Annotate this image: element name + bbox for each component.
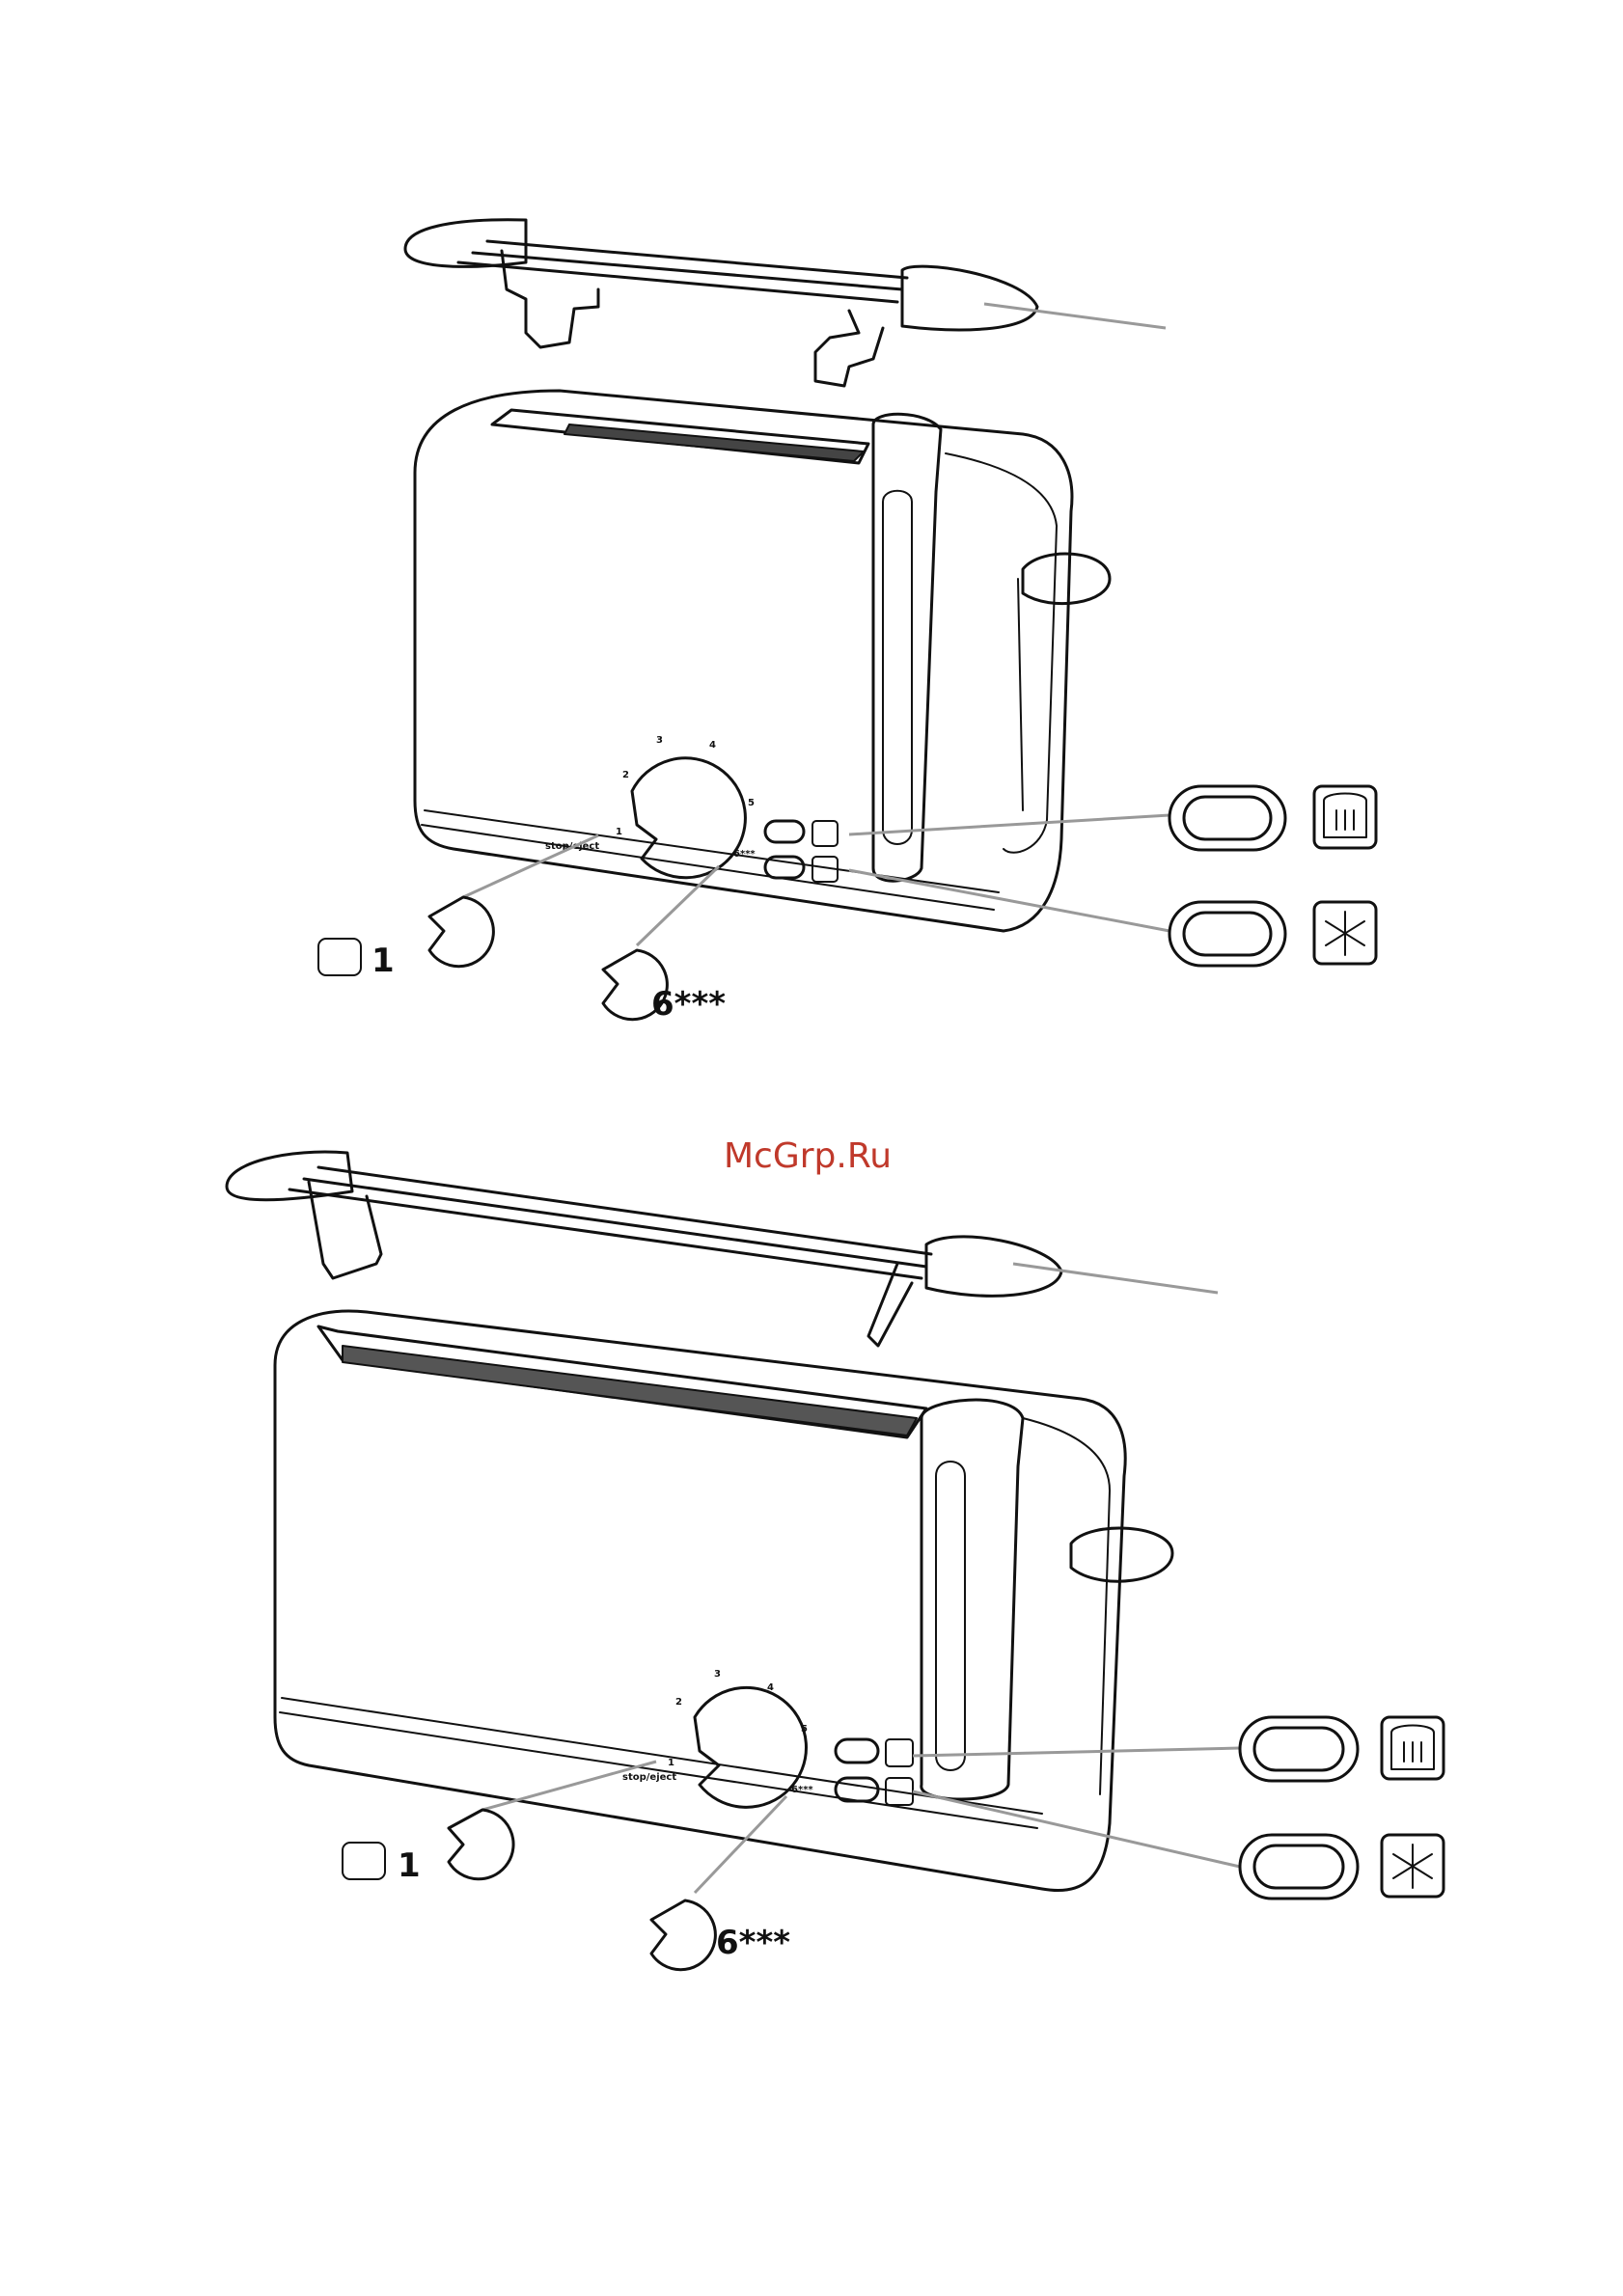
callouts-2: 1 6*** [343,1717,1444,1970]
svg-text:6***: 6*** [791,1785,813,1795]
callout-max-2: 6*** [716,1924,790,1962]
browning-dial-2: 2 3 4 5 6*** 1 stop/eject [622,1669,813,1807]
svg-text:4: 4 [709,740,716,751]
bun-warmer-rack-1 [405,220,1166,386]
callouts-1: 1 6*** [318,786,1376,1024]
toaster-body-1 [415,391,1110,931]
callout-max-1: 6*** [651,985,726,1024]
toast-level-icon-1 [318,939,361,975]
svg-text:4: 4 [767,1682,774,1693]
callout-min-2: 1 [398,1846,421,1885]
watermark: McGrp.Ru [724,1136,892,1176]
function-buttons-1 [765,821,838,882]
browning-dial-1: 2 3 4 5 6*** 1 stop/eject [545,735,756,878]
toast-level-icon-2 [343,1843,385,1879]
svg-text:3: 3 [714,1669,721,1680]
figure-1: 2 3 4 5 6*** 1 stop/eject [318,220,1376,1024]
function-buttons-2 [836,1739,913,1805]
svg-text:1: 1 [616,827,622,837]
svg-text:stop/eject: stop/eject [622,1772,676,1783]
svg-text:5: 5 [748,798,755,808]
svg-text:6***: 6*** [733,849,756,860]
svg-text:2: 2 [675,1697,682,1708]
figure-2: 2 3 4 5 6*** 1 stop/eject [227,1152,1444,1970]
svg-text:1: 1 [668,1758,674,1768]
svg-text:5: 5 [801,1724,808,1735]
svg-text:2: 2 [622,770,629,780]
bun-warmer-rack-2 [227,1152,1218,1346]
svg-text:3: 3 [656,735,663,746]
callout-min-1: 1 [371,942,395,980]
